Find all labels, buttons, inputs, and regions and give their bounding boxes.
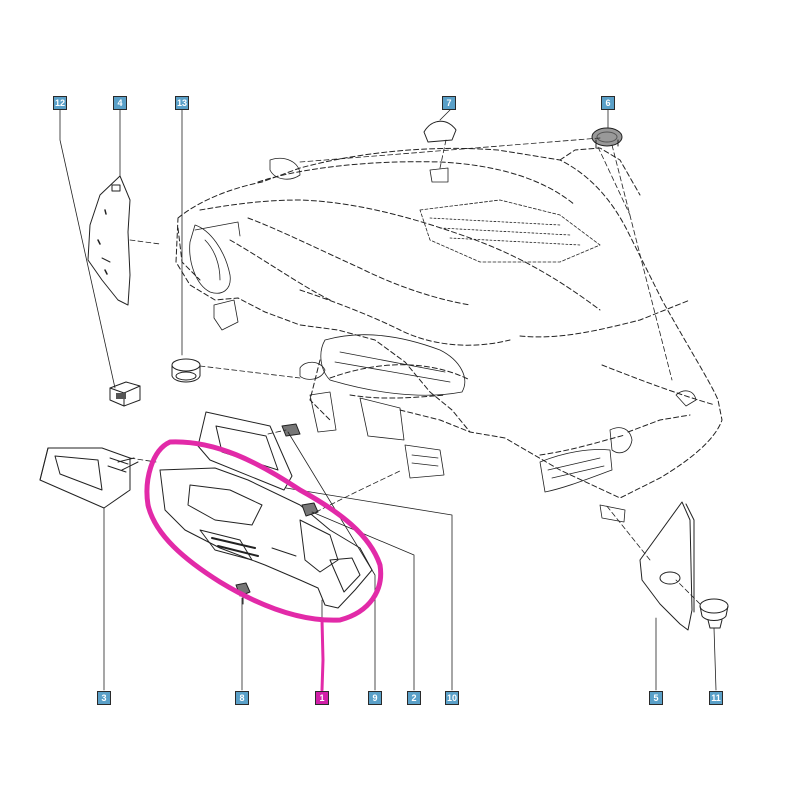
part-7-cap: [423, 120, 457, 143]
part-9-bracket: [281, 423, 301, 437]
part-6-speaker-grille: [591, 127, 623, 149]
callout-1-highlighted: 1: [315, 691, 329, 705]
dashboard-body: [175, 147, 723, 499]
part-13-round-grommet: [171, 358, 201, 383]
callout-10: 10: [445, 691, 459, 705]
part-11-push-clip: [699, 598, 729, 629]
callout-12: 12: [53, 96, 67, 110]
assembly-leader-lines: [129, 137, 701, 605]
part-5-side-trim-right: [639, 501, 695, 631]
callout-4: 4: [113, 96, 127, 110]
callout-3: 3: [97, 691, 111, 705]
callout-9: 9: [368, 691, 382, 705]
callout-6: 6: [601, 96, 615, 110]
callout-13: 13: [175, 96, 189, 110]
callout-5: 5: [649, 691, 663, 705]
callout-leader-lines: [59, 109, 717, 691]
highlight-marker: [144, 439, 384, 692]
part-2-clip: [301, 502, 319, 517]
part-4-side-trim-left: [87, 175, 131, 306]
part-1-lower-center-trim: [159, 467, 373, 609]
callout-7: 7: [442, 96, 456, 110]
callout-11: 11: [709, 691, 723, 705]
callout-8: 8: [235, 691, 249, 705]
callout-2: 2: [407, 691, 421, 705]
dashboard-details: [189, 158, 697, 523]
part-12-clip: [109, 381, 141, 407]
part-3-glovebox: [39, 447, 139, 509]
